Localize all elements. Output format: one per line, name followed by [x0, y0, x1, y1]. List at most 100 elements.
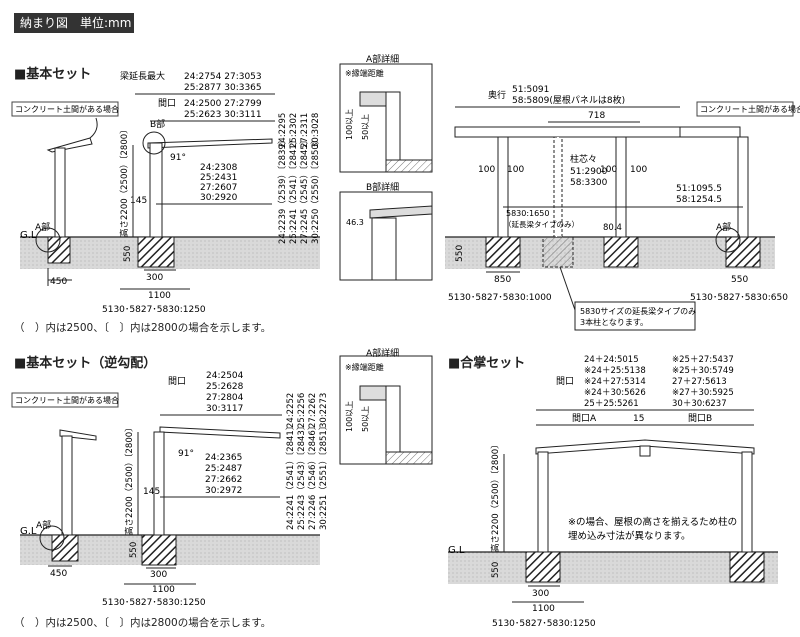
a-part-label-right: A部 — [716, 221, 731, 233]
col-center-dim-2: 58:3300 — [570, 178, 608, 188]
section-title-gassho: ■合掌セット — [448, 356, 526, 371]
beam-note-1: 5830サイズの延長梁タイプのみ — [580, 306, 696, 316]
a-detail-title-bottom: A部詳細 — [366, 347, 399, 359]
gassho-right-1: ※25＋27:5437 — [672, 355, 734, 365]
dim-80-4: 80.4 — [603, 223, 622, 233]
b-detail-title: B部詳細 — [366, 181, 399, 193]
a-part-label: A部 — [35, 221, 50, 233]
dim-550-gassho: 550 — [491, 562, 501, 578]
inner-dim-2: 25:2431 — [200, 173, 237, 183]
col-center-label: 柱芯々 — [570, 153, 597, 165]
dim-145: 145 — [130, 196, 147, 206]
dim-100-left-a: 100 — [478, 165, 495, 175]
right-top-4: 30:3028 — [311, 113, 321, 148]
rev-inner-2: 25:2487 — [205, 464, 242, 474]
a-part-label-reverse: A部 — [36, 519, 51, 531]
dim-550-right: 550 — [455, 245, 465, 262]
inner-dim-3: 27:2607 — [200, 183, 237, 193]
rev-inner-1: 24:2365 — [205, 453, 242, 463]
dim-300-gassho: 300 — [532, 589, 549, 599]
gassho-left-4: ※24＋30:5626 — [584, 388, 646, 398]
rev-inner-3: 27:2662 — [205, 475, 242, 485]
angle-91-reverse: 91° — [178, 449, 194, 459]
side-post — [54, 147, 66, 245]
dim-718: 718 — [588, 111, 605, 121]
eave-dist-label: ※縁端距離 — [345, 68, 384, 78]
okuyuki-label: 奥行 — [488, 89, 506, 101]
right-top-1: 24:2295 — [278, 113, 288, 148]
col-center-dim-1: 51:2900 — [570, 167, 608, 177]
dim-100-right-a: 100 — [600, 165, 617, 175]
base-dim-gassho: 5130･5827･5830:1250 — [492, 619, 596, 629]
dim-100-right-b: 100 — [630, 165, 647, 175]
gassho-left-1: 24＋24:5015 — [584, 355, 639, 365]
gassho-right-2: ※25＋30:5749 — [672, 366, 734, 376]
a-detail-title: A部詳細 — [366, 53, 399, 65]
dim-300-reverse: 300 — [150, 570, 167, 580]
foundation — [137, 236, 175, 268]
gassho-diagram: 間口 24＋24:5015 ※24＋25:5138 ※24＋27:5314 ※2… — [448, 355, 778, 629]
dim-15: 15 — [633, 414, 644, 424]
rev-right-top-1: 24:2252 — [286, 393, 296, 428]
span-dim-1: 24:2500 27:2799 — [184, 99, 262, 109]
rev-inner-4: 30:2972 — [205, 486, 242, 496]
beam-ext-label: 梁延長最大 — [120, 70, 165, 82]
gassho-left-5: 25＋25:5261 — [584, 399, 639, 409]
depth-dim-2: 58:5809(屋根パネルは8枚) — [512, 94, 625, 106]
dim-450: 450 — [50, 277, 67, 287]
maguchi-label: 間口 — [158, 98, 176, 109]
dim-550: 550 — [123, 246, 133, 262]
right-bottom-1: 24:2239（2539）〔2839〕 — [277, 136, 288, 244]
gassho-note-1: ※の場合、屋根の高さを揃えるため柱の — [568, 516, 737, 528]
span-dim-2: 25:2623 30:3111 — [184, 110, 262, 120]
dim-46-3: 46.3 — [346, 218, 364, 227]
depth-dim-1: 51:5091 — [512, 85, 549, 95]
dim-1100-gassho: 1100 — [532, 604, 555, 614]
dim-100-left-b: 100 — [507, 165, 524, 175]
gl-label-gassho: G.L — [448, 545, 465, 556]
basic-set-diagram: コンクリート土間がある場合 A部 G.L 450 B部 91° 梁延長最大 24… — [11, 70, 321, 315]
dim-550-far: 550 — [731, 275, 748, 285]
reverse-set-diagram: コンクリート土間がある場合 A部 G.L 450 91° 間口 24:2504 … — [11, 371, 329, 608]
maguchi-label-gassho: 間口 — [556, 376, 574, 387]
beam-dim-1: 24:2754 27:3053 — [184, 72, 262, 82]
rev-span-1: 24:2504 — [206, 371, 244, 381]
concrete-label-reverse: コンクリート土間がある場合 — [15, 395, 119, 405]
gl-label-reverse: G.L — [20, 526, 37, 537]
note-parentheses-top: （ ）内は2500、〔 〕内は2800の場合を示します。 — [14, 322, 272, 334]
gassho-right-4: ※27＋30:5925 — [672, 388, 734, 398]
rev-right-top-3: 27:2262 — [308, 393, 318, 428]
right-dim-1: 51:1095.5 — [676, 184, 722, 194]
dim-450-reverse: 450 — [50, 569, 67, 579]
section-title-basic: ■基本セット — [14, 67, 92, 82]
gassho-note-2: 埋め込み寸法が異なります。 — [568, 530, 691, 542]
gassho-roof — [535, 439, 755, 455]
rev-span-2: 25:2628 — [206, 382, 244, 392]
rev-right-top-2: 25:2256 — [297, 393, 307, 428]
depth-diagram: 奥行 51:5091 58:5809(屋根パネルは8枚) 718 100 100… — [445, 85, 800, 331]
rev-right-bottom-1: 24:2241（2541）〔2841〕 — [285, 422, 296, 530]
gassho-left-3: ※24＋27:5314 — [584, 377, 646, 387]
base-dim-reverse: 5130･5827･5830:1250 — [102, 598, 206, 608]
a-detail-top: A部詳細 ※縁端距離 100以上 50以上 — [339, 53, 433, 173]
section-title-reverse: ■基本セット（逆勾配） — [14, 356, 157, 371]
dim-850: 850 — [494, 275, 511, 285]
concrete-label-right: コンクリート土間がある場合 — [700, 104, 800, 114]
s5830-dim: 5830:1650 — [506, 209, 549, 218]
rev-span-4: 30:3117 — [206, 404, 243, 414]
rev-right-top-4: 30:2273 — [319, 393, 329, 428]
roof-panel — [147, 138, 273, 149]
dim-550-reverse: 550 — [129, 542, 139, 558]
gassho-right-3: 27＋27:5613 — [672, 377, 727, 387]
inner-dim-4: 30:2920 — [200, 193, 238, 203]
right-bottom-4: 30:2250（2550）〔2850〕 — [310, 136, 321, 244]
maguchi-a: 間口A — [572, 413, 597, 424]
right-top-3: 27:2311 — [300, 113, 310, 148]
maguchi-b: 間口B — [688, 413, 712, 424]
note-parentheses-bottom: （ ）内は2500、〔 〕内は2800の場合を示します。 — [14, 617, 272, 629]
right-dim-2: 58:1254.5 — [676, 195, 722, 205]
right-top-2: 25:2302 — [289, 113, 299, 148]
height-label-reverse: 高さ2200（2500）〔2800〕 — [124, 423, 135, 535]
beam-dim-2: 25:2877 30:3365 — [184, 83, 262, 93]
